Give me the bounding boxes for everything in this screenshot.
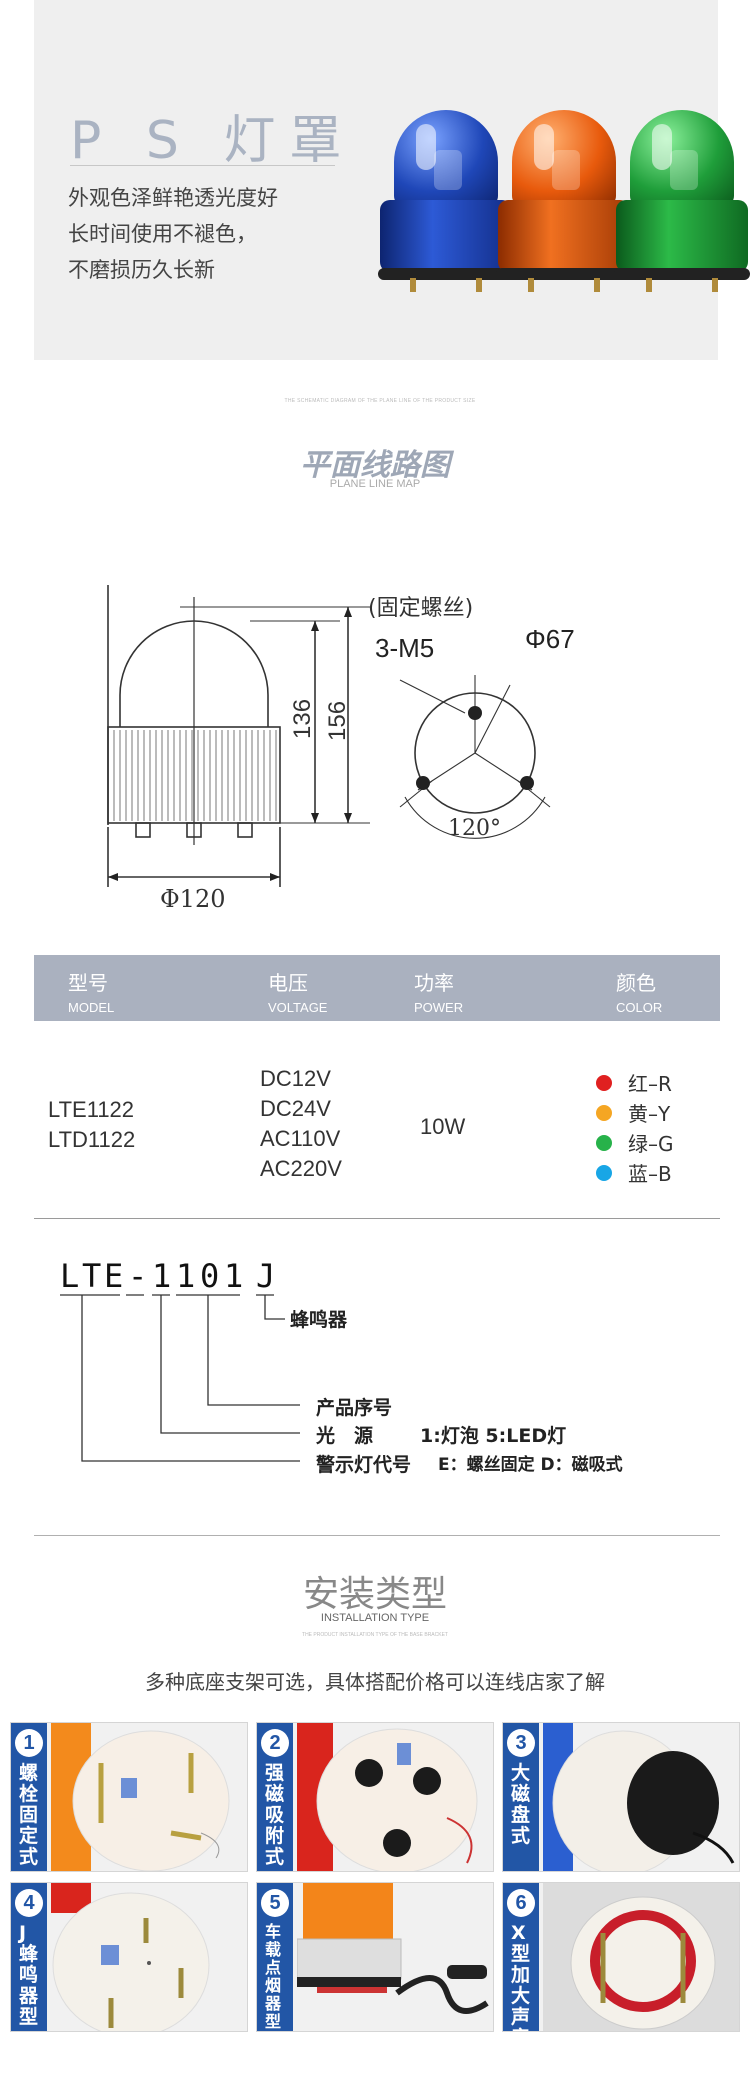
dim-diameter: Φ120 xyxy=(160,885,225,913)
voltage-value: DC24V xyxy=(260,1096,331,1121)
spec-table-header: 型号 MODEL 电压 VOLTAGE 功率 POWER 颜色 COLOR xyxy=(34,955,720,1021)
model-value: LTE1122 xyxy=(48,1097,135,1122)
x-type-image xyxy=(543,1883,739,2031)
card-number: 3 xyxy=(507,1729,535,1757)
model-list: LTE1122 LTD1122 xyxy=(48,1095,135,1155)
hero-line: 长时间使用不褪色， xyxy=(68,222,257,246)
plane-map-caption: THE SCHEMATIC DIAGRAM OF THE PLANE LINE … xyxy=(284,398,476,404)
power-value: 10W xyxy=(420,1114,466,1139)
color-option: 红–R xyxy=(596,1068,672,1097)
install-card[interactable]: 4 J蜂鸣器型 xyxy=(10,1882,248,2032)
dimension-diagram: 136 156 Φ120 (固定螺丝) 3-M5 Φ67 120° xyxy=(107,585,575,913)
hero-description: 外观色泽鲜艳透光度好 长时间使用不褪色， 不磨损历久长新 xyxy=(68,180,278,288)
buzzer-type-image xyxy=(51,1883,210,2031)
install-title: 安装类型 xyxy=(302,1574,447,1615)
header-voltage: 电压 VOLTAGE xyxy=(268,971,328,1015)
color-option: 蓝–B xyxy=(596,1158,672,1187)
voltage-value: AC110V xyxy=(260,1126,341,1151)
card-number: 6 xyxy=(507,1889,535,1917)
code-label-warning: 警示灯代号 xyxy=(316,1454,412,1476)
code-char: 0 xyxy=(200,1257,219,1295)
card-label: 螺栓固定式 xyxy=(19,1762,39,1868)
install-card[interactable]: 2 强磁吸附式 xyxy=(256,1722,494,1872)
install-card[interactable]: 1 螺栓固定式 xyxy=(10,1722,248,1872)
code-label-buzzer: 蜂鸣器 xyxy=(290,1309,348,1331)
card-label: 车载点烟器型 xyxy=(265,1922,282,2031)
code-char: 1 xyxy=(224,1257,243,1295)
voltage-value: DC12V xyxy=(260,1066,331,1091)
screw-note: (固定螺丝) xyxy=(368,596,473,621)
bolt-mount-image xyxy=(51,1723,230,1871)
card-label: 强磁吸附式 xyxy=(265,1762,285,1868)
body-fins xyxy=(113,730,277,821)
code-char: L xyxy=(60,1257,79,1295)
code-char: 1 xyxy=(176,1257,195,1295)
dim-height-inner: 136 xyxy=(289,699,316,739)
card-number: 5 xyxy=(261,1889,289,1917)
header-color: 颜色 COLOR xyxy=(616,971,663,1015)
code-detail-light-source: 1:灯泡 5:LED灯 xyxy=(420,1425,567,1447)
card-label: X型加大声音 xyxy=(511,1922,531,2032)
color-dot-yellow xyxy=(596,1104,612,1121)
color-option: 绿–G xyxy=(596,1128,674,1157)
install-card[interactable]: 5 车载点烟器型 xyxy=(256,1882,494,2032)
color-dot-green xyxy=(596,1134,612,1151)
magnet-mount-image xyxy=(297,1723,478,1871)
code-label-serial: 产品序号 xyxy=(316,1397,393,1419)
color-dot-red xyxy=(596,1074,612,1091)
code-char: - xyxy=(128,1257,147,1295)
color-dot-blue xyxy=(596,1164,612,1181)
install-subtitle: INSTALLATION TYPE xyxy=(320,1612,430,1624)
card-label: J蜂鸣器型 xyxy=(19,1922,39,2028)
header-power: 功率 POWER xyxy=(414,971,464,1015)
hero-divider xyxy=(70,165,335,166)
hero-line: 不磨损历久长新 xyxy=(68,258,215,282)
section-divider xyxy=(34,1218,720,1219)
voltage-list: DC12V DC24V AC110V AC220V xyxy=(260,1064,342,1184)
code-detail-warning: E：螺丝固定 D：磁吸式 xyxy=(438,1455,623,1475)
card-number: 1 xyxy=(15,1729,43,1757)
code-char: J xyxy=(256,1257,275,1295)
plane-map-title: 平面线路图 xyxy=(300,449,450,482)
header-model: 型号 MODEL xyxy=(68,971,115,1015)
voltage-value: AC220V xyxy=(260,1156,342,1181)
car-lighter-image xyxy=(297,1883,489,2014)
code-char: 1 xyxy=(152,1257,171,1295)
large-magnet-image xyxy=(543,1723,735,1871)
card-number: 2 xyxy=(261,1729,289,1757)
model-value: LTD1122 xyxy=(48,1127,136,1152)
color-option: 黄–Y xyxy=(596,1098,670,1127)
code-label-light-source: 光 源 xyxy=(316,1425,374,1447)
card-number: 4 xyxy=(15,1889,43,1917)
install-card[interactable]: 6 X型加大声音 xyxy=(502,1882,740,2032)
plane-map-subtitle: PLANE LINE MAP xyxy=(329,478,421,490)
dim-height-total: 156 xyxy=(324,701,351,741)
screw-spec: 3-M5 xyxy=(375,633,434,663)
install-caption: THE PRODUCT INSTALLATION TYPE OF THE BAS… xyxy=(302,1632,448,1638)
hole-circle-diameter: Φ67 xyxy=(525,624,575,654)
hero-title: P S 灯罩 xyxy=(70,111,356,171)
card-label: 大磁盘式 xyxy=(511,1762,531,1847)
section-divider xyxy=(34,1535,720,1536)
angle-label: 120° xyxy=(448,816,501,841)
install-card[interactable]: 3 大磁盘式 xyxy=(502,1722,740,1872)
model-code-diagram: L T E - 1 1 0 1 J xyxy=(60,1257,300,1462)
install-description: 多种底座支架可选，具体搭配价格可以连线店家了解 xyxy=(145,1670,605,1694)
hero-line: 外观色泽鲜艳透光度好 xyxy=(68,186,278,210)
code-char: T xyxy=(82,1257,101,1295)
code-char: E xyxy=(104,1257,123,1295)
